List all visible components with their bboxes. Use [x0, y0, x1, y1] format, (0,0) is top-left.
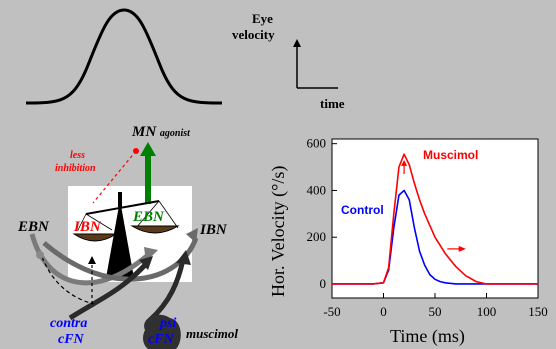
- green-arrow-shaft: [145, 154, 151, 204]
- bell-curve: [25, 8, 223, 105]
- control-legend: Control: [341, 203, 384, 217]
- left-pan: [72, 233, 118, 242]
- duration-arrowhead: [458, 245, 466, 252]
- mn-label: MN agonist: [132, 124, 190, 140]
- x-tick-label: 0: [380, 304, 387, 319]
- chart-series: [332, 153, 538, 285]
- bell-curve-panel: [25, 8, 223, 105]
- beam: [85, 200, 160, 215]
- y-tick-label: 200: [307, 229, 327, 244]
- balance-diagram: [29, 142, 199, 349]
- eye-label: Eye: [252, 11, 273, 26]
- less-label: less: [70, 150, 85, 161]
- x-tick-label: 50: [429, 304, 442, 319]
- green-arrow-head: [140, 142, 156, 156]
- y-tick-label: 0: [320, 276, 327, 291]
- plot-area: [331, 138, 539, 299]
- gray-arc-left: [29, 233, 150, 286]
- x-tick-label: 100: [477, 304, 497, 319]
- series-line-muscimol: [332, 153, 538, 285]
- muscimol-legend: Muscimol: [423, 148, 479, 162]
- x-tick-label: -50: [323, 304, 340, 319]
- muscimol-label: muscimol: [186, 326, 239, 341]
- gray-arc-right: [42, 237, 199, 282]
- right-pan: [130, 225, 180, 234]
- less-inhibition-line: [92, 150, 137, 204]
- dark-arrow-contra: [68, 262, 148, 321]
- contra-label: contra: [50, 316, 88, 331]
- peak-up-arrowhead: [401, 160, 408, 166]
- ibn-outer-label: IBN: [200, 222, 227, 238]
- x-axis-label: Time (ms): [390, 326, 465, 346]
- axes-icon: [293, 39, 338, 89]
- muscimol-blob: [143, 314, 181, 349]
- y-tick-label: 600: [307, 136, 327, 151]
- inhibition-label: inhibition: [55, 163, 96, 174]
- time-label: time: [320, 96, 345, 111]
- contra-cfn-label: cFN: [58, 332, 84, 347]
- dark-arrow-ipsi: [148, 259, 186, 322]
- ipsi-label-partial: psi: [160, 316, 177, 331]
- x-tick-label: 150: [528, 304, 548, 319]
- y-tick-label: 400: [307, 182, 327, 197]
- ebn-outer-label: EBN: [18, 219, 49, 235]
- red-dot: [133, 148, 139, 154]
- mn-sub: agonist: [159, 128, 190, 139]
- chart-axes: -50 0 50 100 150 0 200 400 600: [307, 136, 548, 319]
- fulcrum: [106, 200, 134, 278]
- y-axis-label: Hor. Velocity (°/s): [268, 165, 288, 297]
- ebn-inner-label: EBN: [133, 209, 164, 225]
- ibn-inner-label: IBN: [74, 219, 101, 235]
- dashed-line: [41, 256, 95, 305]
- fulcrum-post: [118, 192, 122, 207]
- velocity-label: velocity: [232, 27, 275, 42]
- ipsi-cfn-label-partial: cFN: [148, 332, 174, 347]
